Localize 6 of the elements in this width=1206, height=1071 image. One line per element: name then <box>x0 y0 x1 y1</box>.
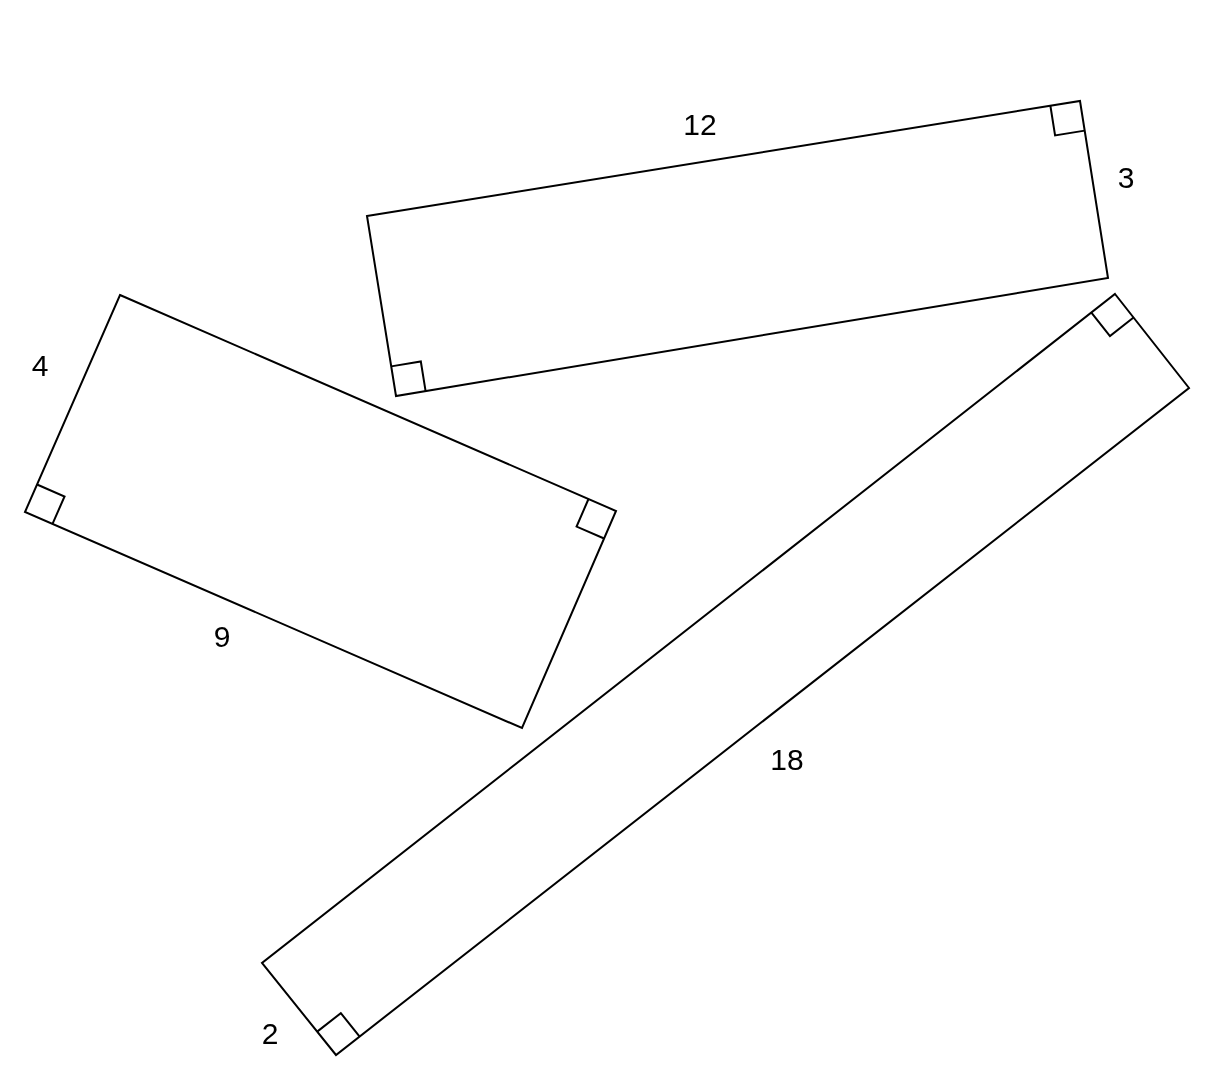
dimension-label: 3 <box>1117 163 1135 193</box>
dimension-label: 9 <box>213 622 231 652</box>
dimension-label: 2 <box>261 1019 279 1049</box>
dimension-label: 4 <box>31 351 49 381</box>
dimension-label: 12 <box>683 110 717 140</box>
dimension-label: 18 <box>770 745 804 775</box>
